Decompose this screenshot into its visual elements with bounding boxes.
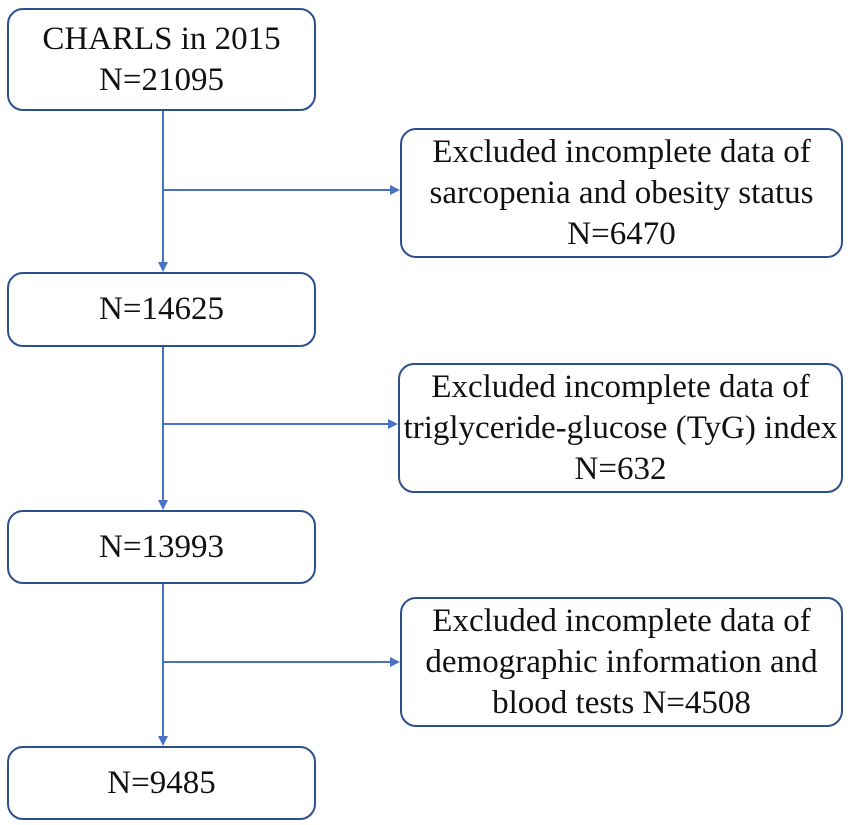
exclusion-box-2: Excluded incomplete data of triglyceride… xyxy=(398,363,843,493)
exclusion-box-3-line1: Excluded incomplete data of xyxy=(432,602,811,639)
step3-box: N=13993 xyxy=(7,510,316,584)
exclusion-box-1-line2: sarcopenia and obesity status xyxy=(429,174,814,211)
step2-box: N=14625 xyxy=(7,272,316,347)
exclusion-box-2-line2: triglyceride-glucose (TyG) index xyxy=(403,409,838,446)
exclusion-box-1-line1: Excluded incomplete data of xyxy=(432,133,811,170)
start-box-count: N=21095 xyxy=(99,61,224,98)
start-box-title: CHARLS in 2015 xyxy=(42,20,281,57)
start-box: CHARLS in 2015 N=21095 xyxy=(7,8,316,111)
exclusion-box-1: Excluded incomplete data of sarcopenia a… xyxy=(400,128,843,258)
step2-box-count: N=14625 xyxy=(99,291,224,327)
exclusion-box-2-count: N=632 xyxy=(574,450,667,487)
final-box: N=9485 xyxy=(7,746,316,820)
exclusion-box-2-line1: Excluded incomplete data of xyxy=(431,368,810,405)
final-box-count: N=9485 xyxy=(107,764,216,801)
exclusion-box-3: Excluded incomplete data of demographic … xyxy=(400,597,843,727)
exclusion-box-3-count: blood tests N=4508 xyxy=(492,684,751,721)
exclusion-box-1-count: N=6470 xyxy=(567,215,676,252)
exclusion-box-3-line2: demographic information and xyxy=(425,643,818,680)
step3-box-count: N=13993 xyxy=(99,528,224,565)
